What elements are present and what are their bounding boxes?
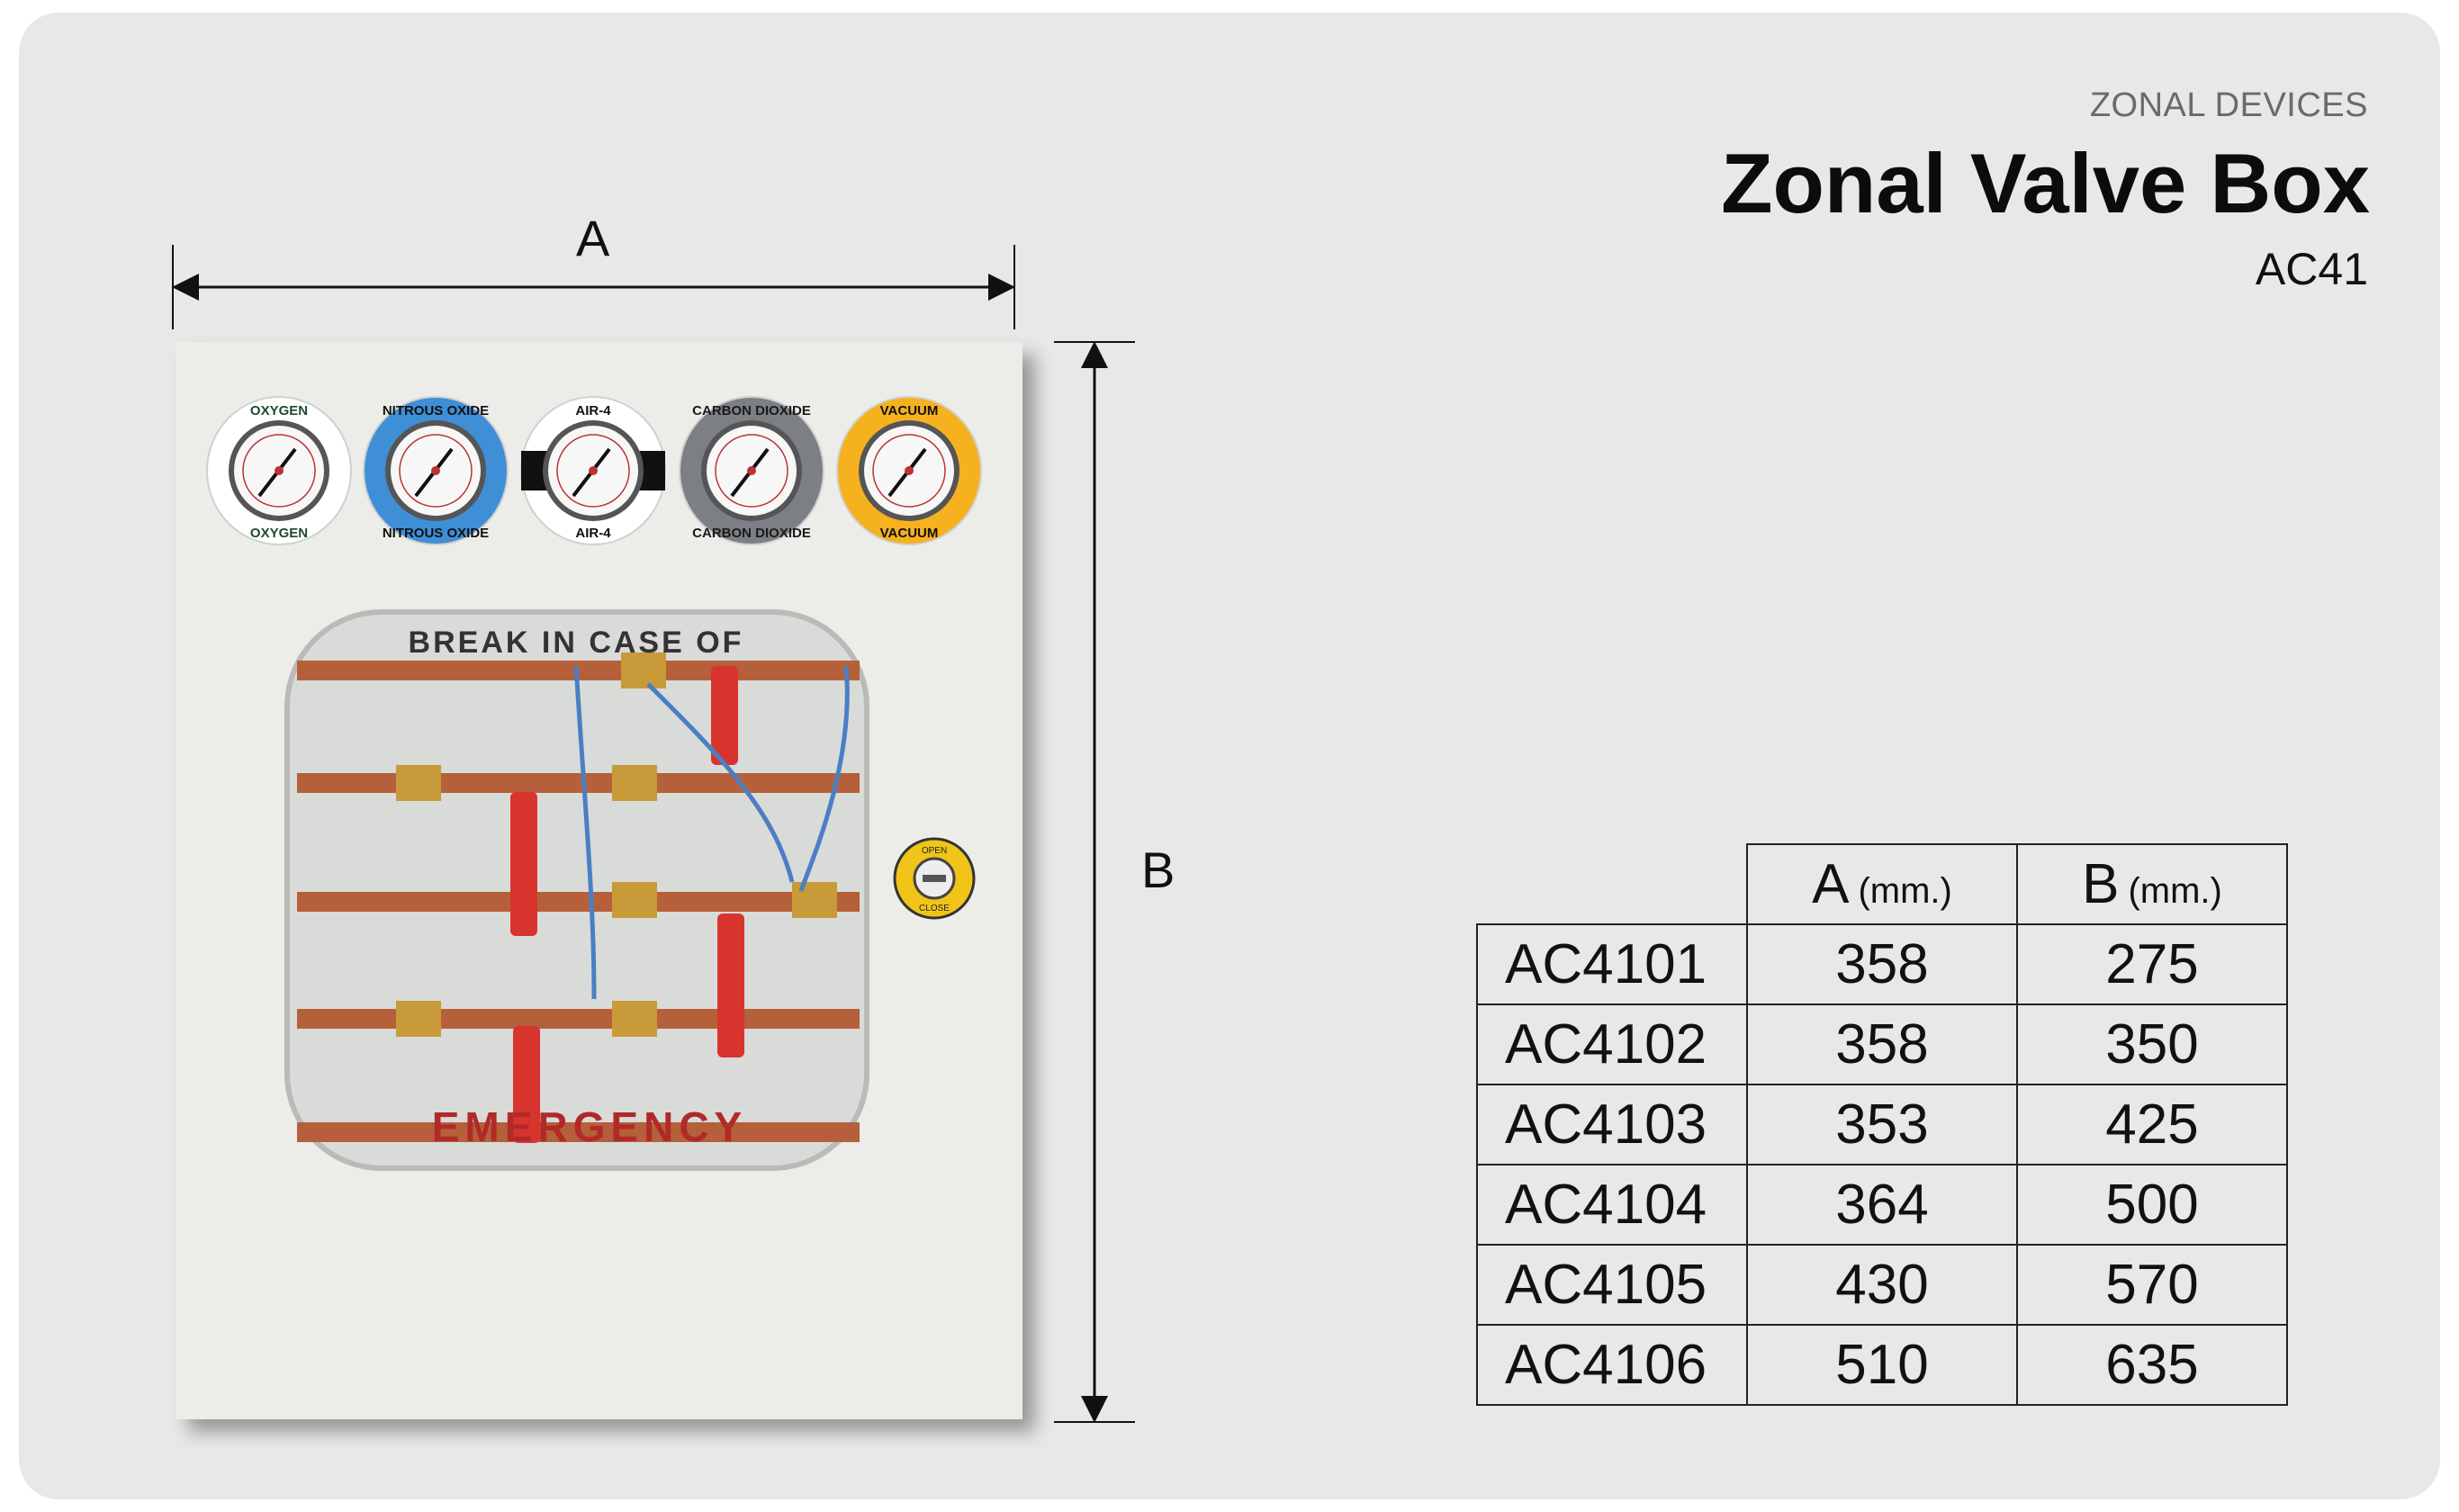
gauge-label: NITROUS OXIDE bbox=[383, 403, 489, 418]
header-a: A(mm.) bbox=[1746, 843, 2018, 925]
gauge-vacuum: VACUUM VACUUM bbox=[836, 396, 982, 545]
svg-text:CLOSE: CLOSE bbox=[919, 904, 950, 914]
gauge-carbon-dioxide: CARBON DIOXIDE CARBON DIOXIDE bbox=[679, 396, 824, 545]
gauge-label: NITROUS OXIDE bbox=[383, 526, 489, 541]
model-code: AC41 bbox=[2255, 244, 2368, 294]
lock-icon[interactable]: OPEN CLOSE bbox=[893, 837, 976, 920]
gauge-label: VACUUM bbox=[880, 526, 939, 541]
window-top-text: BREAK IN CASE OF bbox=[409, 626, 744, 660]
gauge-label: CARBON DIOXIDE bbox=[692, 526, 811, 541]
gauge-nitrous-oxide: NITROUS OXIDE NITROUS OXIDE bbox=[363, 396, 509, 545]
gauge-label: AIR-4 bbox=[575, 526, 611, 541]
page-title: Zonal Valve Box bbox=[1721, 136, 2370, 230]
gauge-oxygen: OXYGEN OXYGEN bbox=[206, 396, 352, 545]
svg-text:OPEN: OPEN bbox=[922, 846, 947, 856]
gauge-label: VACUUM bbox=[880, 403, 939, 418]
dimension-a bbox=[172, 245, 1015, 329]
gauge-label: AIR-4 bbox=[575, 403, 611, 418]
gauge-label: OXYGEN bbox=[250, 526, 308, 541]
header-b: B(mm.) bbox=[2016, 843, 2288, 925]
dimension-a-label: A bbox=[576, 210, 610, 266]
dimension-b-label: B bbox=[1141, 842, 1175, 898]
glass-window: BREAK IN CASE OF EMERGENCY bbox=[284, 609, 869, 1171]
window-bottom-text: EMERGENCY bbox=[432, 1103, 747, 1150]
gauge-label: OXYGEN bbox=[250, 403, 308, 418]
table-header-row: A(mm.) B(mm.) bbox=[1477, 843, 2288, 925]
category-label: ZONAL DEVICES bbox=[2089, 86, 2368, 124]
gauge-label: CARBON DIOXIDE bbox=[692, 403, 811, 418]
dimension-b bbox=[1054, 341, 1135, 1423]
